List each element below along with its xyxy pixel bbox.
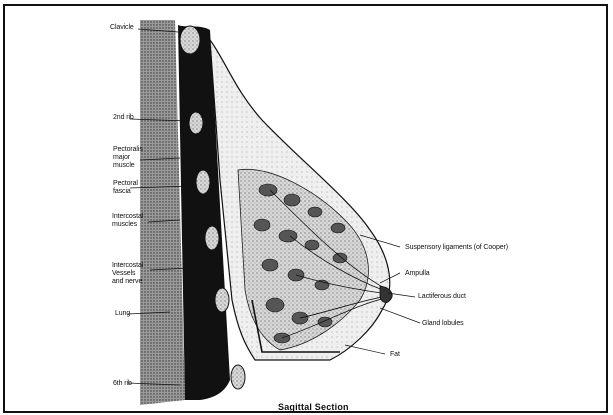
label-intercostal-muscles: Intercostal muscles: [112, 213, 143, 229]
lung-region: [140, 20, 185, 405]
label-lactiferous-duct: Lactiferous duct: [418, 293, 466, 301]
label-sixth-rib: 6th rib: [113, 380, 132, 388]
figure-caption: Sagittal Section: [278, 402, 349, 412]
label-pectoral-fascia: Pectoral fascia: [113, 180, 138, 196]
nipple: [380, 286, 392, 303]
label-fat: Fat: [390, 351, 400, 359]
label-ampulla: Ampulla: [405, 270, 430, 278]
label-pectoralis-major: Pectoralis major muscle: [113, 146, 143, 170]
label-second-rib: 2nd rib: [113, 114, 134, 122]
label-gland-lobules: Gland lobules: [422, 320, 464, 328]
label-clavicle: Clavicle: [110, 24, 134, 32]
label-intercostal-vessels: Intercostal Vessels and nerve: [112, 262, 143, 286]
label-suspensory-ligaments: Suspensory ligaments (of Cooper): [405, 244, 508, 252]
label-lung: Lung: [115, 310, 130, 318]
